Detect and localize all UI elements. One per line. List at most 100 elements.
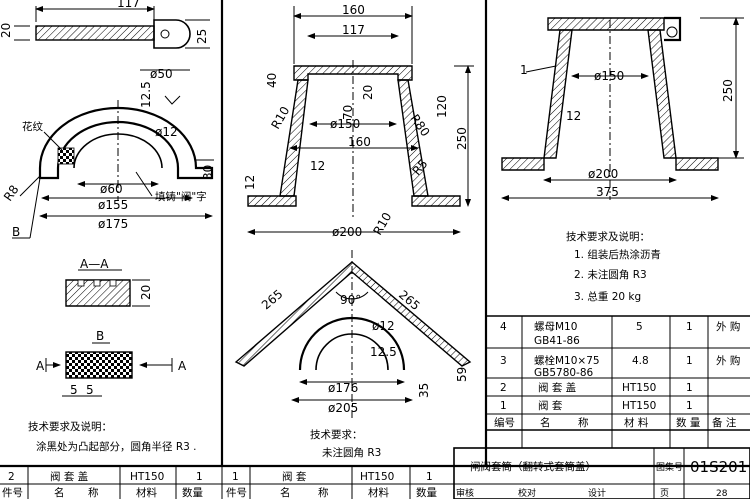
title-block-title: 闸阀套筒（翻转式套筒盖） xyxy=(470,460,596,473)
dim-70: 70 xyxy=(341,105,355,120)
arrow-a-right: A xyxy=(178,359,187,373)
tech-right-item-1: 1. 组装后热涂沥青 xyxy=(574,248,661,261)
dim-20-mid: 20 xyxy=(361,85,375,100)
bom-row-qty: 1 xyxy=(686,382,693,394)
dim-r10-b: R10 xyxy=(370,210,394,237)
bar-left-qty: 1 xyxy=(196,471,203,483)
check-label: 校对 xyxy=(518,487,536,499)
dim-12-mid: 12 xyxy=(310,159,325,173)
dim-12-5-b: 12.5 xyxy=(370,345,397,359)
sleeve-cover-lid: 265 265 90° ø12 12.5 35 59 ø176 ø205 xyxy=(234,250,472,420)
design-label: 设计 xyxy=(588,487,606,499)
dim-d150-mid: ø150 xyxy=(330,117,360,131)
frame-lines xyxy=(0,0,750,468)
dim-d155: ø155 xyxy=(98,198,128,212)
tech-right-item-3: 3. 总重 20 kg xyxy=(574,290,641,303)
view-b: B A A 5 5 xyxy=(36,329,187,397)
bom-header-no: 编号 xyxy=(494,416,515,429)
dim-d200-right: ø200 xyxy=(588,167,618,181)
dim-d12-inner: ø12 xyxy=(372,319,395,333)
atlas-label: 图集号 xyxy=(656,461,683,473)
marker-b: B xyxy=(12,225,20,239)
dim-250-mid: 250 xyxy=(455,127,469,150)
cover-top-view: 117 20 25 ø50 xyxy=(0,0,210,81)
bom-row-name2: GB5780-86 xyxy=(534,367,594,379)
dim-20-aa: 20 xyxy=(139,285,153,300)
bar-left-h-qty: 数量 xyxy=(182,486,203,499)
bom-row-no: 3 xyxy=(500,355,507,367)
bar-left-no: 2 xyxy=(8,471,15,483)
tech-left-title: 技术要求及说明： xyxy=(28,420,112,433)
dim-r8: R8 xyxy=(1,183,22,204)
dim-d176: ø176 xyxy=(328,381,358,395)
dim-20: 20 xyxy=(0,23,13,38)
bom-row-note: 外 购 xyxy=(716,320,740,333)
label-cast-char: 填铸"阀"字 xyxy=(155,190,207,203)
dim-35: 35 xyxy=(417,383,431,398)
bom-row-qty: 1 xyxy=(686,321,693,333)
dim-d175: ø175 xyxy=(98,217,128,231)
tech-right-title: 技术要求及说明： xyxy=(566,230,650,243)
dim-30: 30 xyxy=(201,165,215,180)
tech-mid-body: 未注圆角 R3 xyxy=(322,446,381,459)
bar-left-name: 阀 套 盖 xyxy=(50,470,89,483)
arrow-a-left: A xyxy=(36,359,45,373)
dim-12-side: 12 xyxy=(243,175,257,190)
assembly-view: 1 ø150 12 250 ø200 375 xyxy=(501,16,744,201)
bom-row-name2: GB41-86 xyxy=(534,335,580,347)
dim-12-right: 12 xyxy=(566,109,581,123)
page-label: 页 xyxy=(660,488,669,499)
sleeve-section: 160 117 40 70 20 R10 ø150 R80 120 250 16… xyxy=(243,3,474,239)
bar-left-h-no: 件号 xyxy=(2,487,23,499)
bar-mid-name: 阀 套 xyxy=(282,470,307,483)
tech-left-body: 涂黑处为凸起部分，圆角半径 R3 . xyxy=(36,440,197,453)
bom-header-material: 材 料 xyxy=(624,416,649,429)
dim-r10-a: R10 xyxy=(268,104,292,131)
bom-row-material: 5 xyxy=(636,321,643,333)
dim-40: 40 xyxy=(265,73,279,88)
bar-mid-h-mat: 材料 xyxy=(368,486,389,499)
dim-d200-mid: ø200 xyxy=(332,225,362,239)
bom-bar-mid: 1 阀 套 HT150 1 件号 名 称 材料 数量 xyxy=(226,466,437,499)
bom-header-note: 备 注 xyxy=(712,416,737,429)
dim-120: 120 xyxy=(435,95,449,118)
cover-plan-view: 花纹 12.5 ø12 30 ø60 ø155 ø175 R8 填铸"阀"字 B xyxy=(1,81,215,239)
bom-row-note: 外 购 xyxy=(716,354,740,367)
bom-table: 4 螺母M10 GB41-86 5 1 外 购 3 螺栓M10×75 GB578… xyxy=(486,315,750,448)
bom-row-no: 4 xyxy=(500,321,507,333)
dim-160-mid: 160 xyxy=(348,135,371,149)
review-label: 审核 xyxy=(456,487,474,499)
dim-59: 59 xyxy=(455,367,469,382)
dim-265-l: 265 xyxy=(259,287,286,312)
page-number: 28 xyxy=(716,489,728,499)
bom-row-material: HT150 xyxy=(622,400,656,412)
bar-left-h-mat: 材料 xyxy=(136,486,157,499)
bom-header-name2: 称 xyxy=(578,416,589,429)
bom-row-qty: 1 xyxy=(686,355,693,367)
bom-row-name: 阀 套 盖 xyxy=(538,381,577,394)
bar-left-h-name2: 称 xyxy=(88,486,99,499)
label-view-b: B xyxy=(96,329,104,343)
bar-left-h-name1: 名 xyxy=(54,486,65,499)
bar-mid-qty: 1 xyxy=(426,471,433,483)
bom-header-name1: 名 xyxy=(540,416,551,429)
dim-5-b: 5 xyxy=(86,383,94,397)
tech-mid-title: 技术要求： xyxy=(310,428,363,441)
dim-25-top: 25 xyxy=(195,29,209,44)
bom-row-name: 螺栓M10×75 xyxy=(534,354,600,367)
atlas-number: 01S201 xyxy=(690,458,747,476)
dim-d60: ø60 xyxy=(100,182,123,196)
bom-row-material: 4.8 xyxy=(632,355,649,367)
dim-117-mid: 117 xyxy=(342,23,365,37)
label-texture: 花纹 xyxy=(22,120,43,133)
bar-mid-h-no: 件号 xyxy=(226,487,247,499)
bar-mid-h-name2: 称 xyxy=(318,486,329,499)
tech-right-item-2: 2. 未注圆角 R3 xyxy=(574,268,647,281)
dim-117-top: 117 xyxy=(117,0,140,10)
bom-row-name: 阀 套 xyxy=(538,399,563,412)
dim-5-a: 5 xyxy=(70,383,78,397)
title-block: 闸阀套筒（翻转式套筒盖） 图集号 01S201 页 28 审核 校对 设计 xyxy=(453,447,750,500)
bom-row-no: 2 xyxy=(500,382,507,394)
